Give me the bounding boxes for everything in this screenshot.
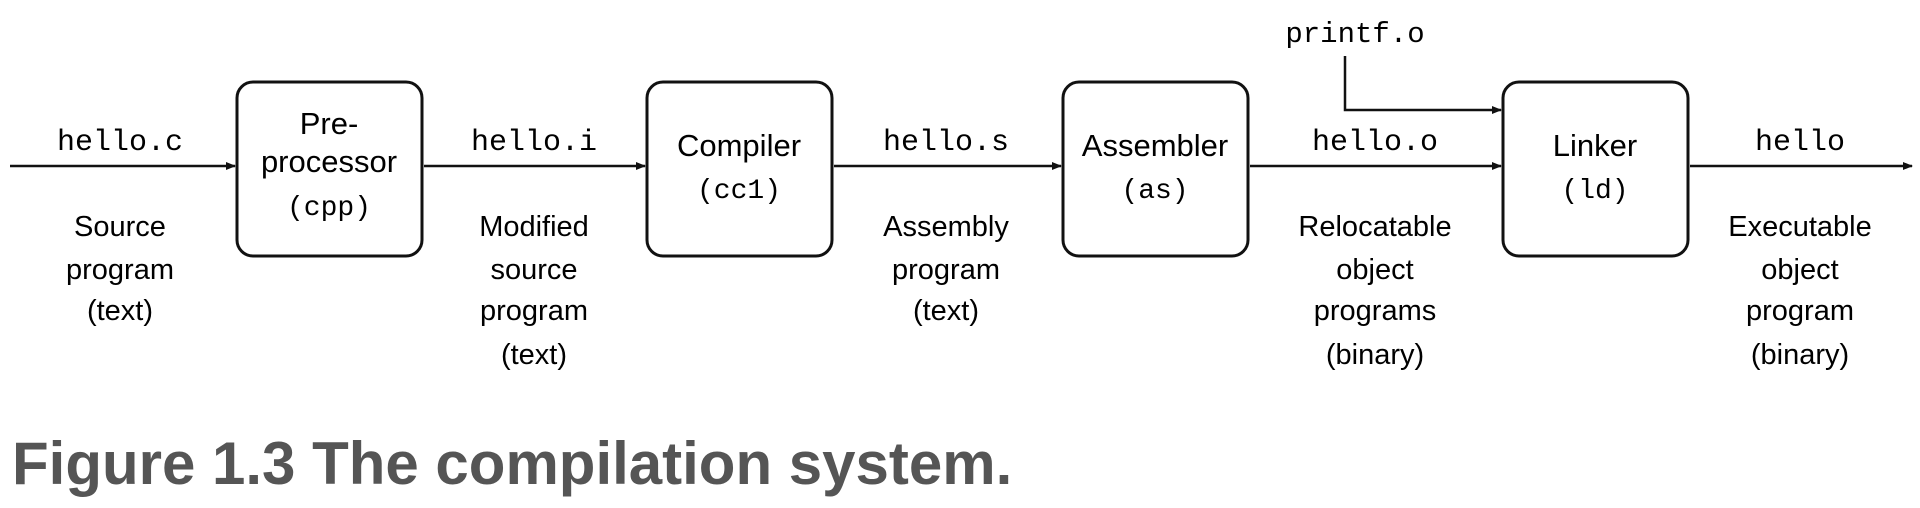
description-line: (text) — [501, 339, 567, 371]
description-line: Relocatable — [1298, 211, 1451, 243]
file-label-hello-i: hello.i — [471, 126, 597, 160]
file-description-hello-o: Relocatable object programs (binary) — [1298, 211, 1451, 371]
file-label-hello-o: hello.o — [1312, 126, 1438, 160]
file-description-hello-i: Modified source program (text) — [479, 211, 589, 371]
description-line: programs — [1314, 295, 1437, 327]
stage-name-line: Assembler — [1082, 128, 1228, 163]
stage-command: (cc1) — [697, 176, 781, 207]
figure-caption: Figure 1.3 The compilation system. — [12, 430, 1013, 497]
description-line: (text) — [87, 295, 153, 327]
file-description-hello-s: Assembly program (text) — [883, 211, 1009, 327]
stage-box-preprocessor: Pre- processor (cpp) — [235, 80, 424, 258]
description-line: Modified — [479, 211, 589, 243]
stage-name-line: processor — [261, 144, 397, 179]
description-line: source — [490, 254, 577, 286]
stage-command: (cpp) — [287, 193, 371, 224]
file-description-hello-c: Source program (text) — [66, 211, 174, 327]
description-line: Source — [74, 211, 166, 243]
description-line: Assembly — [883, 211, 1009, 243]
stage-name-line: Pre- — [300, 106, 359, 141]
stage-box-compiler: Compiler (cc1) — [645, 80, 834, 258]
arrow-printf-to-linker — [1343, 56, 1502, 114]
description-line: (text) — [913, 295, 979, 327]
stage-command: (ld) — [1561, 176, 1628, 207]
stage-box-assembler: Assembler (as) — [1061, 80, 1250, 258]
description-line: object — [1336, 254, 1413, 286]
description-line: program — [480, 295, 588, 327]
stage-command: (as) — [1121, 176, 1188, 207]
description-line: (binary) — [1326, 339, 1424, 371]
description-line: Executable — [1728, 211, 1872, 243]
stage-name-line: Compiler — [677, 128, 801, 163]
description-line: program — [892, 254, 1000, 286]
stage-name-line: Linker — [1553, 128, 1637, 163]
file-description-hello: Executable object program (binary) — [1728, 211, 1872, 371]
file-label-hello-s: hello.s — [883, 126, 1009, 160]
description-line: program — [66, 254, 174, 286]
file-label-hello-c: hello.c — [57, 126, 183, 160]
file-label-hello: hello — [1755, 126, 1845, 160]
extra-input-filename: printf.o — [1285, 18, 1424, 51]
stage-box-linker: Linker (ld) — [1501, 80, 1690, 258]
description-line: (binary) — [1751, 339, 1849, 371]
description-line: program — [1746, 295, 1854, 327]
description-line: object — [1761, 254, 1838, 286]
compilation-diagram: Pre- processor (cpp) Compiler (cc1) Asse… — [10, 18, 1913, 371]
